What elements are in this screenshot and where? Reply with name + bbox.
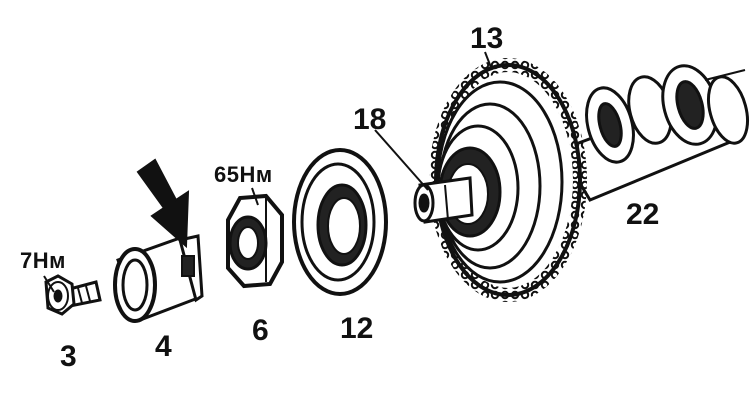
- part-number-18: 18: [353, 103, 387, 136]
- leader-18: [374, 129, 429, 191]
- leader-13: [484, 51, 493, 71]
- part-number-13: 13: [470, 22, 504, 55]
- part-number-3: 3: [60, 340, 77, 373]
- part-3-bolt: [44, 274, 102, 316]
- part-number-4: 4: [155, 330, 172, 363]
- part-22-shaft: [557, 64, 749, 202]
- part-4-bushing: [113, 234, 204, 323]
- torque-label-6: 65Нм: [214, 162, 273, 187]
- part-6-nut: [226, 193, 284, 289]
- part-18-key: [413, 176, 474, 224]
- down-right-arrow-icon: [136, 158, 190, 249]
- part-number-12: 12: [340, 312, 374, 345]
- part-13-sprocket: [429, 58, 587, 302]
- leader-6: [251, 187, 259, 206]
- part-12-pulley: [292, 148, 388, 296]
- torque-label-3: 7Нм: [20, 248, 66, 273]
- leader-3: [43, 275, 55, 293]
- part-number-6: 6: [252, 314, 269, 347]
- part-number-22: 22: [626, 198, 660, 231]
